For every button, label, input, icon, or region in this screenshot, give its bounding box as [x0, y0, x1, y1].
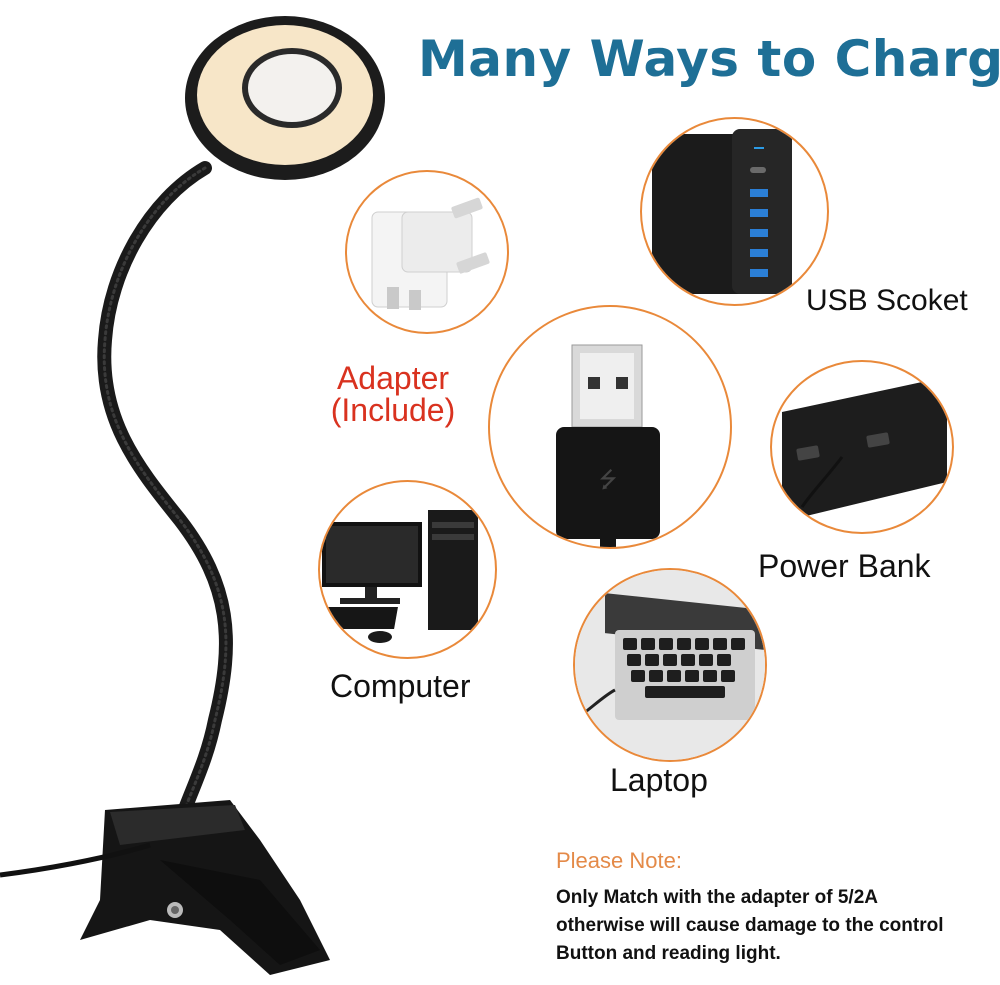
power-bank-label: Power Bank	[758, 548, 931, 584]
computer-icon	[320, 510, 478, 643]
adapter-icon	[371, 197, 490, 310]
usb-hub-icon	[652, 129, 792, 294]
note-title: Please Note:	[556, 848, 682, 873]
laptop-label: Laptop	[610, 762, 708, 798]
usb-socket-circle	[640, 117, 829, 306]
computer-label: Computer	[330, 668, 471, 704]
note-line: Button and reading light.	[556, 943, 781, 964]
note-line: otherwise will cause damage to the contr…	[556, 915, 944, 936]
note-body: Only Match with the adapter of 5/2A othe…	[556, 884, 943, 968]
usb-cable-circle: ⭍	[488, 305, 732, 549]
laptop-circle	[573, 568, 767, 762]
adapter-circle	[345, 170, 509, 334]
page-title: Many Ways to Charge	[418, 30, 1000, 88]
power-bank-icon	[782, 382, 947, 517]
note-line: Only Match with the adapter of 5/2A	[556, 887, 878, 908]
adapter-label: Adapter (Include)	[318, 362, 468, 426]
svg-text:⭍: ⭍	[599, 468, 617, 493]
computer-circle	[318, 480, 497, 659]
usb-socket-label: USB Scoket	[806, 284, 968, 317]
power-bank-circle	[770, 360, 954, 534]
laptop-icon	[575, 570, 765, 760]
adapter-label-line2: (Include)	[330, 392, 456, 428]
adapter-label-line1: Adapter	[336, 360, 450, 396]
usb-plug-icon: ⭍	[556, 344, 660, 547]
